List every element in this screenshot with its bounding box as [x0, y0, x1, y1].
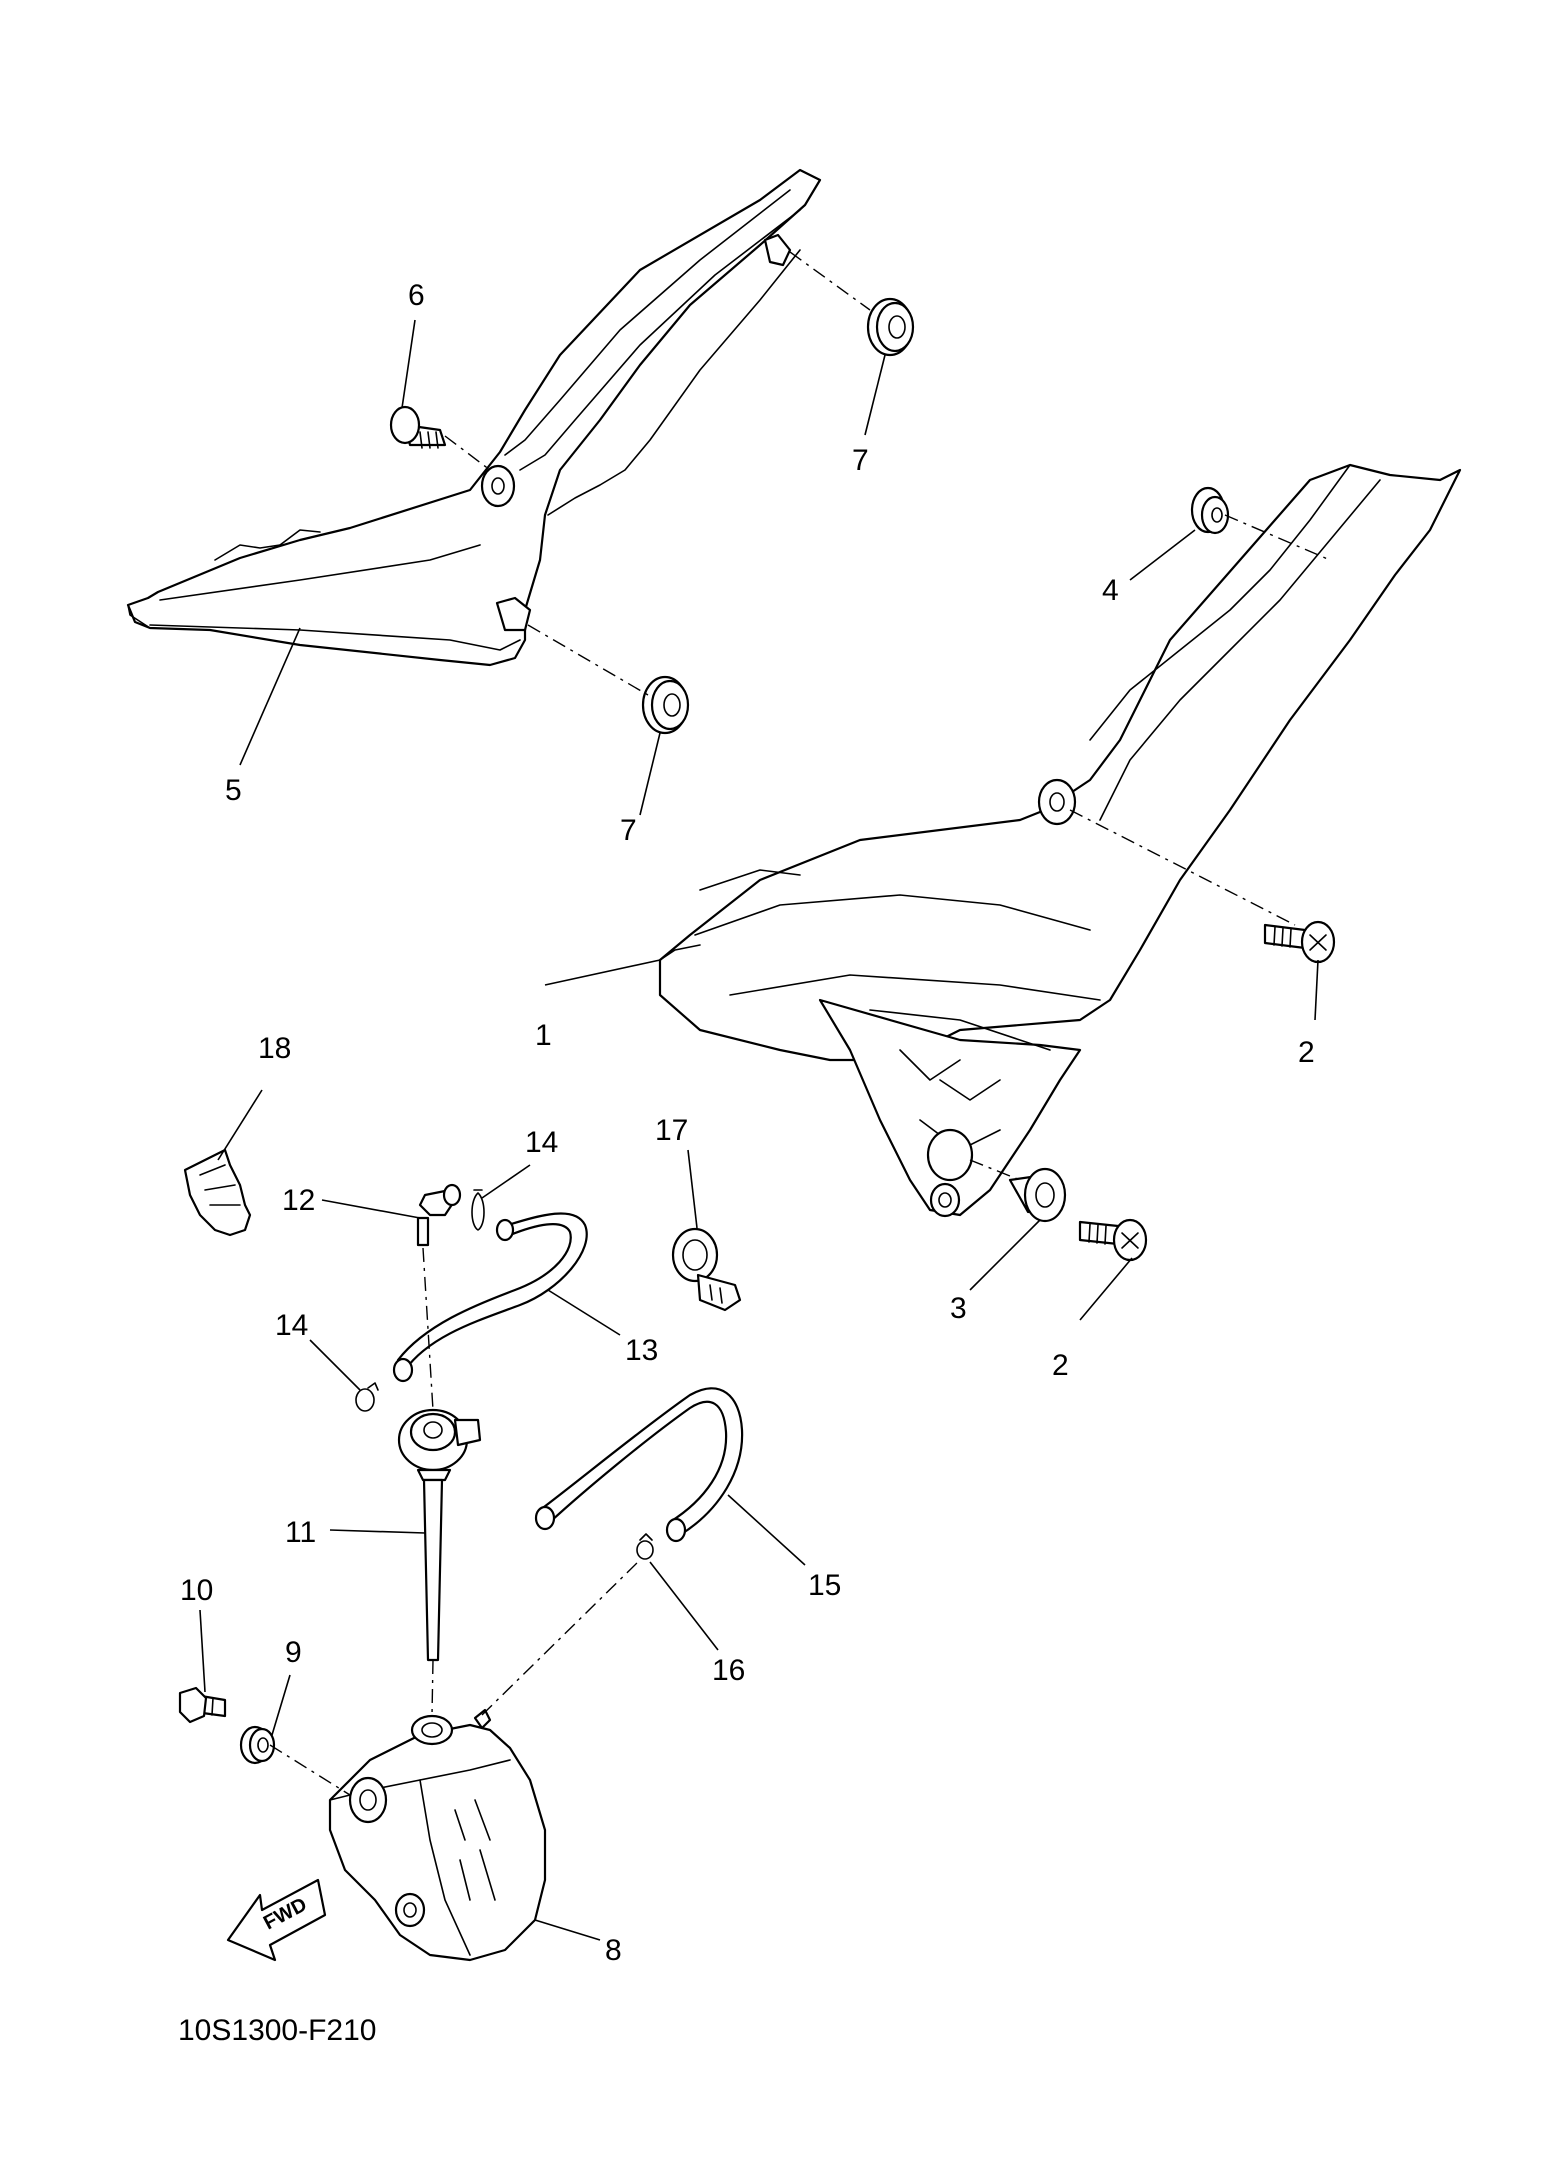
- assembly-lines: [269, 251, 1331, 1796]
- callout-12: 12: [282, 1184, 315, 1217]
- leader-lines: [199, 319, 1319, 1941]
- callout-3: 3: [950, 1292, 967, 1325]
- clamp-16: [636, 1533, 654, 1560]
- clamp-17: [671, 1227, 742, 1312]
- clamp-14-upper: [471, 1189, 485, 1231]
- screw-2-upper: [1263, 920, 1336, 964]
- callout-4: 4: [1102, 574, 1119, 607]
- grommet-7-lower: [641, 675, 690, 735]
- callout-14-lower: 14: [275, 1309, 308, 1342]
- clamp-14-lower: [355, 1382, 379, 1412]
- screw-2-lower: [1078, 1218, 1148, 1262]
- callout-18: 18: [258, 1032, 291, 1065]
- elbow-joint-12: [416, 1183, 462, 1247]
- fwd-arrow-icon: FWD: [226, 1878, 327, 1962]
- bolt-10: [178, 1686, 227, 1724]
- clip-18: [183, 1148, 252, 1237]
- collar-9: [239, 1725, 276, 1765]
- callout-5: 5: [225, 774, 242, 807]
- callout-17: 17: [655, 1114, 688, 1147]
- callout-15: 15: [808, 1569, 841, 1602]
- callout-2-upper: 2: [1298, 1036, 1315, 1069]
- callout-16: 16: [712, 1654, 745, 1687]
- hose-15: [534, 1387, 744, 1543]
- callout-6: 6: [408, 279, 425, 312]
- grommet-4: [1190, 486, 1230, 535]
- callout-1: 1: [535, 1019, 552, 1052]
- side-cover-upper: [126, 168, 822, 667]
- callout-13: 13: [625, 1334, 658, 1367]
- grommet-7-upper: [866, 297, 915, 357]
- valve-11: [397, 1408, 482, 1662]
- callout-11: 11: [285, 1516, 316, 1549]
- callout-9: 9: [285, 1636, 302, 1669]
- callout-8: 8: [605, 1934, 622, 1967]
- callout-10: 10: [180, 1574, 213, 1607]
- side-cover-lower: [658, 463, 1462, 1218]
- callout-7-lower: 7: [620, 814, 637, 847]
- callout-2-lower: 2: [1052, 1349, 1069, 1382]
- collar-3: [1008, 1167, 1067, 1223]
- bolt-6: [389, 405, 447, 449]
- callouts: 1 2 2 3 4 5 6 7 7 8 9 10 11 12 13 14 14 …: [180, 279, 1315, 1967]
- reservoir-tank-8: [328, 1708, 547, 1962]
- diagram-code: 10S1300-F210: [178, 2014, 377, 2047]
- callout-7-upper: 7: [852, 444, 869, 477]
- callout-14-upper: 14: [525, 1126, 558, 1159]
- hose-13: [392, 1212, 588, 1383]
